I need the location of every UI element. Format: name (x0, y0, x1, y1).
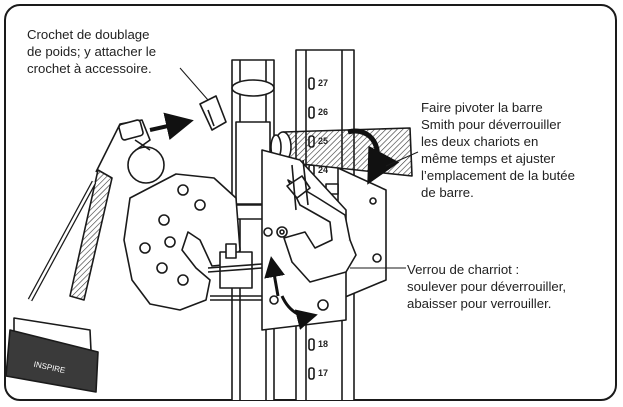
callout-line: l’emplacement de la butée (421, 167, 575, 184)
weight-hook (200, 96, 226, 130)
callout-line: même temps et ajuster (421, 150, 575, 167)
callout-line: de barre. (421, 184, 575, 201)
rail-number: 18 (318, 339, 328, 349)
callout-line: les deux chariots en (421, 133, 575, 150)
callout-line: crochet à accessoire. (27, 60, 156, 77)
hook-leader-line (180, 68, 208, 100)
callout-line: Verrou de charriot : (407, 261, 566, 278)
callout-line: de poids; y attacher le (27, 43, 156, 60)
callout-carriage-lock: Verrou de charriot :soulever pour déverr… (407, 261, 566, 312)
callout-line: Faire pivoter la barre (421, 99, 575, 116)
callout-line: Crochet de doublage (27, 26, 156, 43)
rail-number: 27 (318, 78, 328, 88)
weight-plate (124, 174, 240, 310)
callout-line: abaisser pour verrouiller. (407, 295, 566, 312)
rail-number: 17 (318, 368, 328, 378)
callout-line: soulever pour déverrouiller, (407, 278, 566, 295)
strap-handle: INSPIRE (6, 170, 112, 392)
rail-number: 26 (318, 107, 328, 117)
hook-pointer-arrow (150, 122, 186, 130)
callout-line: Smith pour déverrouiller (421, 116, 575, 133)
